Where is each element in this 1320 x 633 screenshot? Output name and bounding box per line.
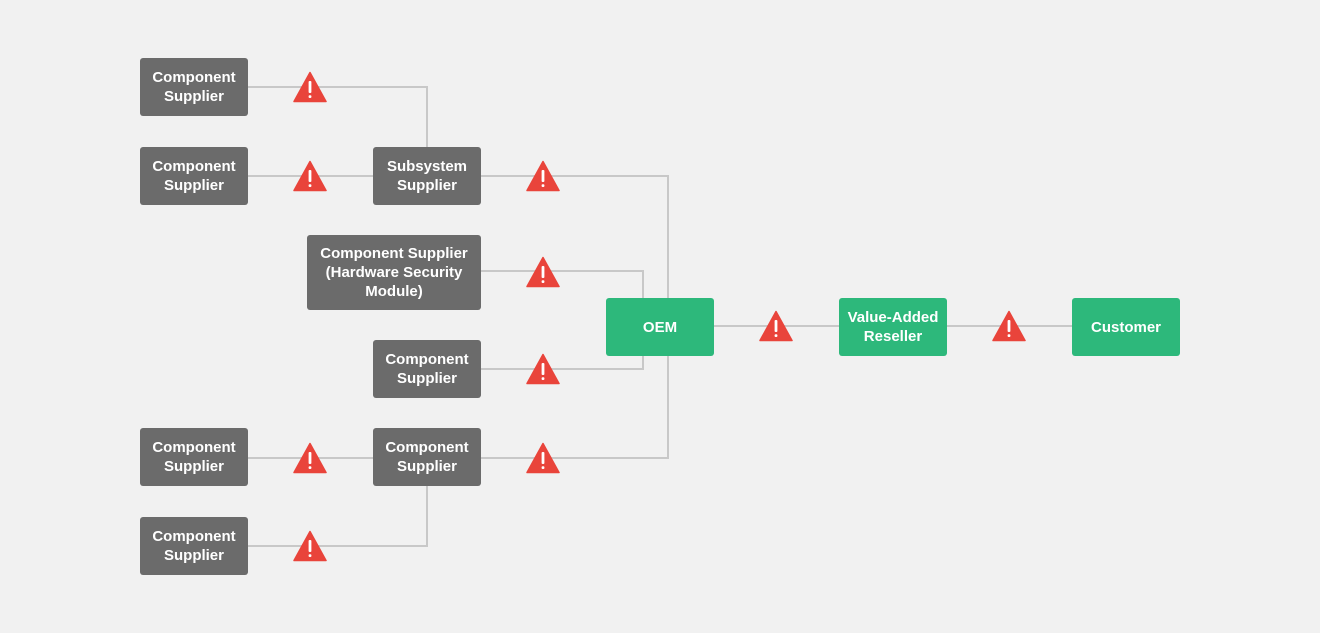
customer-node[interactable]: Customer (1072, 298, 1180, 356)
component-supplier-node[interactable]: Component Supplier (140, 428, 248, 486)
node-label: Customer (1090, 318, 1161, 336)
connector-cs-d-to-cs-lower (247, 486, 428, 547)
warning-triangle-icon (526, 442, 560, 474)
node-label: Value-Added Reseller (847, 309, 939, 345)
connector-cs-lower-to-oem (480, 355, 669, 459)
component-supplier-node[interactable]: Component Supplier (373, 340, 481, 398)
node-label: Component Supplier (385, 351, 469, 387)
node-label: Component Supplier (152, 439, 236, 475)
warning-triangle-icon (293, 530, 327, 562)
node-label: Component Supplier (385, 439, 469, 475)
connector-subsystem-to-oem (480, 175, 669, 298)
oem-node[interactable]: OEM (606, 298, 714, 356)
warning-triangle-icon (526, 353, 560, 385)
component-supplier-node[interactable]: Component Supplier (373, 428, 481, 486)
node-label: OEM (642, 318, 678, 336)
node-label: Component Supplier (152, 158, 236, 194)
connector-cs-a-to-subsystem (247, 86, 428, 147)
component-supplier-node[interactable]: Component Supplier (140, 147, 248, 205)
node-label: Component Supplier (Hardware Security Mo… (320, 245, 468, 300)
component-supplier-node[interactable]: Component Supplier (140, 58, 248, 116)
warning-triangle-icon (759, 310, 793, 342)
warning-triangle-icon (526, 160, 560, 192)
node-label: Component Supplier (152, 69, 236, 105)
subsystem-supplier-node[interactable]: Subsystem Supplier (373, 147, 481, 205)
connector-hsm-to-oem (480, 270, 644, 298)
connector-cs-mid-to-oem (480, 355, 644, 370)
warning-triangle-icon (293, 71, 327, 103)
node-label: Subsystem Supplier (386, 158, 468, 194)
warning-triangle-icon (293, 160, 327, 192)
value-added-reseller-node[interactable]: Value-Added Reseller (839, 298, 947, 356)
component-supplier-node[interactable]: Component Supplier (140, 517, 248, 575)
hsm-supplier-node[interactable]: Component Supplier (Hardware Security Mo… (307, 235, 481, 310)
node-label: Component Supplier (152, 528, 236, 564)
warning-triangle-icon (293, 442, 327, 474)
warning-triangle-icon (526, 256, 560, 288)
warning-triangle-icon (992, 310, 1026, 342)
